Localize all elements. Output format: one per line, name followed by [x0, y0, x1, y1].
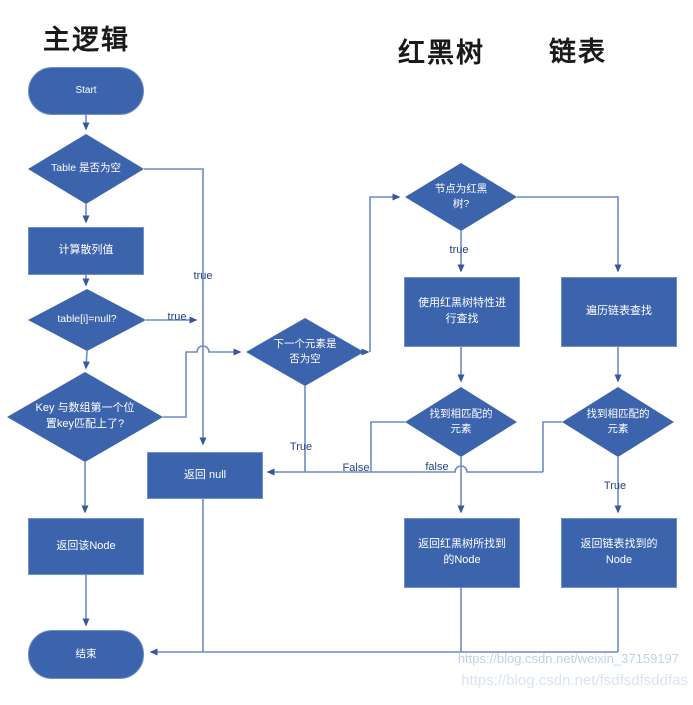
decision-rbtree-found: 找到相匹配的 元素: [405, 387, 517, 457]
edge-label-ll-found-true: True: [603, 480, 627, 492]
title-red-black-tree: 红黑树: [398, 38, 485, 68]
process-return-null: 返回 null: [147, 452, 263, 499]
edge-label-found-false-right: false: [425, 461, 449, 473]
title-main-logic: 主逻辑: [43, 25, 130, 55]
decision-table-empty: Table 是否为空: [28, 134, 144, 204]
edge-label-next-empty-true: True: [289, 441, 313, 453]
process-linkedlist-return-node: 返回链表找到的 Node: [561, 518, 677, 588]
edge-label-found-false-left: False: [342, 462, 370, 474]
decision-linkedlist-found: 找到相匹配的 元素: [562, 387, 674, 457]
process-linkedlist-traverse: 遍历链表查找: [561, 277, 677, 347]
process-rbtree-search: 使用红黑树特性进 行查找: [404, 277, 520, 347]
decision-key-match: Key 与数组第一个位 置key匹配上了?: [7, 372, 163, 462]
watermark-line1: https://blog.csdn.net/weixin_37159197: [457, 651, 679, 666]
decision-node-is-rbtree: 节点为红黑 树?: [405, 163, 517, 231]
decision-next-element-empty: 下一个元素是 否为空: [246, 318, 364, 386]
start-node: Start: [28, 67, 144, 115]
edge-label-rbtree-true: true: [449, 244, 469, 256]
end-node: 结束: [28, 630, 144, 679]
process-rbtree-return-node: 返回红黑树所找到 的Node: [404, 518, 520, 588]
edge-label-table-empty-true: true: [193, 270, 213, 282]
process-calc-hash: 计算散列值: [28, 227, 144, 275]
process-return-node: 返回该Node: [28, 518, 144, 575]
title-linked-list: 链表: [549, 37, 607, 67]
decision-table-i-null: table[i]=null?: [28, 289, 146, 351]
watermark-line2: https://blog.csdn.net/fsdfsdfsddfas: [461, 672, 688, 689]
edge-label-table-i-null-true: true: [167, 311, 187, 323]
